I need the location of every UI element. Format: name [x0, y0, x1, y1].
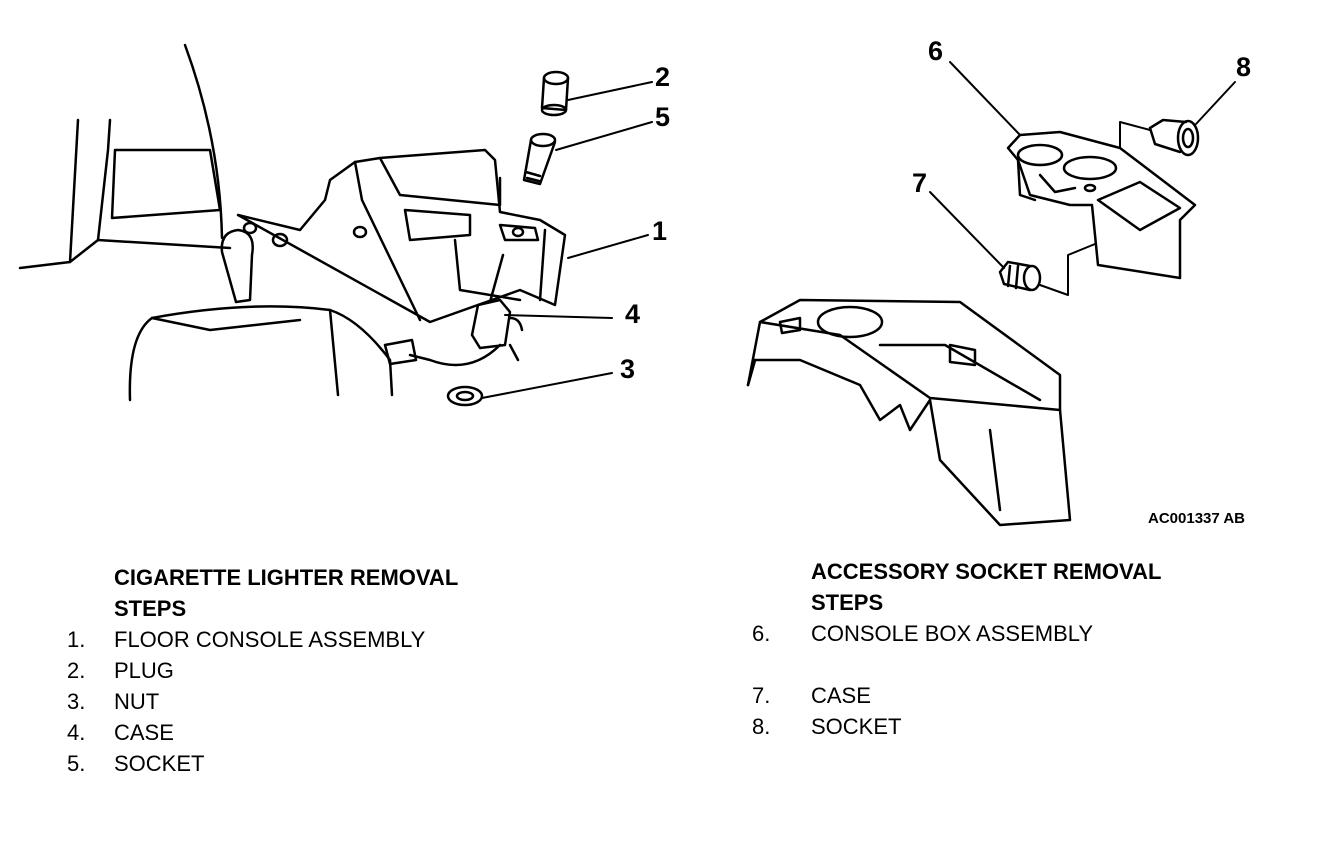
connector-lines-right	[1039, 121, 1151, 296]
lighter-step: 1. FLOOR CONSOLE ASSEMBLY	[67, 624, 458, 655]
step-label: CASE	[811, 682, 871, 708]
step-number: 1.	[67, 626, 86, 652]
callout-1: 1	[652, 216, 667, 246]
callout-2: 2	[655, 62, 670, 92]
plug-illustration	[540, 70, 570, 117]
accessory-step: 8. SOCKET	[752, 711, 1161, 742]
center-console-illustration	[746, 298, 1072, 527]
console-box-illustration	[1006, 130, 1197, 280]
nut-illustration	[446, 385, 484, 407]
step-number: 7.	[752, 682, 771, 708]
spacer	[752, 649, 1161, 680]
callout-4: 4	[625, 299, 640, 329]
step-label: SOCKET	[114, 750, 205, 776]
step-number: 5.	[67, 750, 86, 776]
callout-7: 7	[912, 168, 927, 198]
floor-console-illustration	[236, 148, 567, 324]
callout-6: 6	[928, 36, 943, 66]
step-label: NUT	[114, 688, 160, 714]
seat-cushion-illustration	[128, 305, 394, 402]
accessory-step: 6. CONSOLE BOX ASSEMBLY	[752, 618, 1161, 649]
lighter-step: 3. NUT	[67, 686, 458, 717]
lighter-removal-legend: CIGARETTE LIGHTER REMOVAL STEPS 1. FLOOR…	[67, 562, 458, 779]
step-number: 2.	[67, 657, 86, 683]
callout-numbers: 2 5 1 4 3 6 8 7	[620, 36, 1251, 384]
accessory-socket-illustration	[1148, 118, 1200, 157]
callout-8: 8	[1236, 52, 1251, 82]
step-label: CONSOLE BOX ASSEMBLY	[811, 620, 1094, 646]
step-number: 8.	[752, 713, 771, 739]
step-number: 3.	[67, 688, 86, 714]
figure-code: AC001337 AB	[1148, 510, 1245, 527]
lighter-case-illustration	[383, 253, 524, 367]
shift-lever-illustration	[220, 228, 254, 304]
lighter-step: 2. PLUG	[67, 655, 458, 686]
accessory-case-illustration	[998, 260, 1042, 292]
step-number: 6.	[752, 620, 771, 646]
step-label: PLUG	[114, 657, 174, 683]
leader-lines-left	[481, 81, 653, 399]
step-label: SOCKET	[811, 713, 902, 739]
accessory-removal-legend: ACCESSORY SOCKET REMOVAL STEPS 6. CONSOL…	[752, 556, 1161, 742]
lighter-socket-illustration	[522, 132, 557, 186]
leader-lines-right	[929, 61, 1236, 269]
lighter-step: 5. SOCKET	[67, 748, 458, 779]
step-number: 4.	[67, 719, 86, 745]
lighter-heading-line1: CIGARETTE LIGHTER REMOVAL	[114, 565, 459, 590]
callout-3: 3	[620, 354, 635, 384]
accessory-heading-line1: ACCESSORY SOCKET REMOVAL	[811, 559, 1162, 584]
seat-back-illustration	[18, 43, 232, 270]
lighter-heading-line2: STEPS	[114, 596, 187, 621]
accessory-step: 7. CASE	[752, 680, 1161, 711]
accessory-heading-line2: STEPS	[811, 590, 884, 615]
lighter-step: 4. CASE	[67, 717, 458, 748]
step-label: FLOOR CONSOLE ASSEMBLY	[114, 626, 426, 652]
step-label: CASE	[114, 719, 174, 745]
callout-5: 5	[655, 102, 670, 132]
